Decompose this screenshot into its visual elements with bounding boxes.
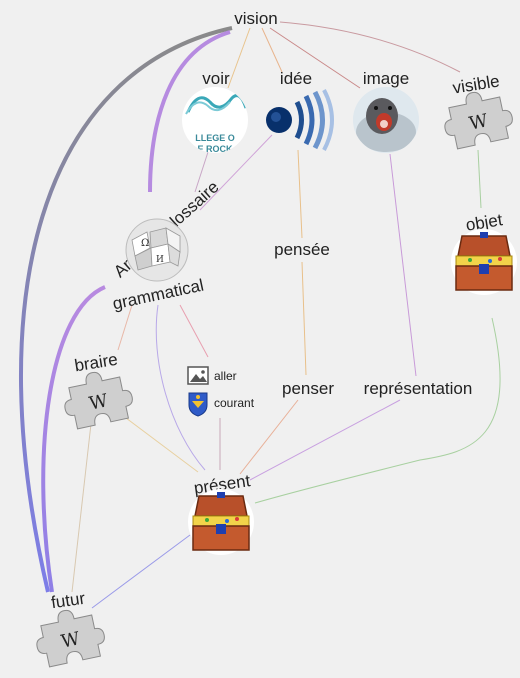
node-penser-label[interactable]: penser [282, 379, 334, 398]
edge-voir-annexe [194, 151, 209, 193]
edge-image-representation [389, 153, 417, 377]
wiki-puzzle-icon: W [64, 371, 133, 430]
edge-vision-annexe-thick [148, 30, 231, 193]
node-courant-label: courant [214, 396, 255, 410]
edge-vision-futur-thick [19, 26, 233, 593]
node-representation-label[interactable]: représentation [364, 379, 473, 398]
edge-objet-present [254, 317, 501, 504]
edge-braire-present [121, 414, 199, 473]
edge-braire-futur [71, 414, 93, 593]
node-aller-label: aller [214, 369, 237, 383]
node-braire-label: braire [73, 350, 119, 376]
node-annexe[interactable]: Annexe:Glossaire Ω И grammatical [110, 177, 222, 313]
edge-vision-image [269, 27, 361, 89]
edges [19, 21, 501, 609]
node-idee[interactable]: idée [266, 69, 334, 151]
treasure-chest-icon [451, 229, 517, 295]
node-voir-label: voir [202, 69, 230, 88]
node-futur-label: futur [50, 589, 87, 613]
college-logo-line2: E ROCK [197, 144, 233, 154]
node-objet[interactable]: objet [451, 210, 517, 295]
college-logo-line1: LLEGE O [195, 133, 235, 143]
svg-text:Ω: Ω [141, 238, 149, 249]
college-logo-icon: LLEGE O E ROCK [182, 87, 248, 154]
edge-vision-voir [227, 27, 251, 89]
node-courant[interactable]: courant [188, 392, 255, 417]
node-futur[interactable]: futur W [31, 589, 108, 669]
node-visible[interactable]: visible W [439, 71, 516, 150]
node-voir[interactable]: voir LLEGE O E ROCK [182, 69, 248, 154]
svg-text:И: И [156, 255, 164, 265]
wiki-puzzle-letter: W [87, 390, 110, 414]
edge-vision-visible [279, 21, 461, 73]
wiki-puzzle-icon: W [444, 91, 513, 150]
node-aller[interactable]: aller [187, 366, 237, 385]
edge-grammatical-aller [179, 304, 209, 358]
wiki-puzzle-letter: W [59, 628, 82, 652]
wiki-puzzle-icon: W [36, 609, 105, 668]
wikinews-signal-icon [266, 89, 334, 151]
edge-representation-present [249, 399, 401, 481]
edge-penser-present [239, 399, 299, 475]
node-image[interactable]: image [353, 69, 419, 153]
edge-pensee-penser [301, 261, 307, 376]
edge-visible-objet [477, 149, 482, 209]
node-vision-label[interactable]: vision [234, 9, 277, 28]
wiki-puzzle-letter: W [467, 110, 490, 134]
edge-idee-annexe [199, 134, 273, 211]
node-pensee-label[interactable]: pensée [274, 240, 330, 259]
edge-grammatical-braire [117, 304, 133, 351]
edge-annexe-futur-thick [41, 285, 106, 593]
edge-present-futur [91, 534, 191, 609]
node-present[interactable]: présent [188, 471, 254, 555]
wikipedia-globe-icon: Ω И [125, 218, 189, 282]
treasure-chest-icon [188, 489, 254, 555]
node-image-label: image [363, 69, 409, 88]
coat-of-arms-icon [188, 392, 208, 417]
edge-idee-pensee [297, 149, 303, 239]
seal-photo-icon [353, 87, 419, 153]
node-idee-label: idée [280, 69, 312, 88]
image-placeholder-icon [187, 366, 209, 385]
edge-grammatical-present [155, 304, 206, 471]
edge-vision-idee [261, 27, 283, 73]
node-braire[interactable]: braire W [59, 350, 136, 431]
